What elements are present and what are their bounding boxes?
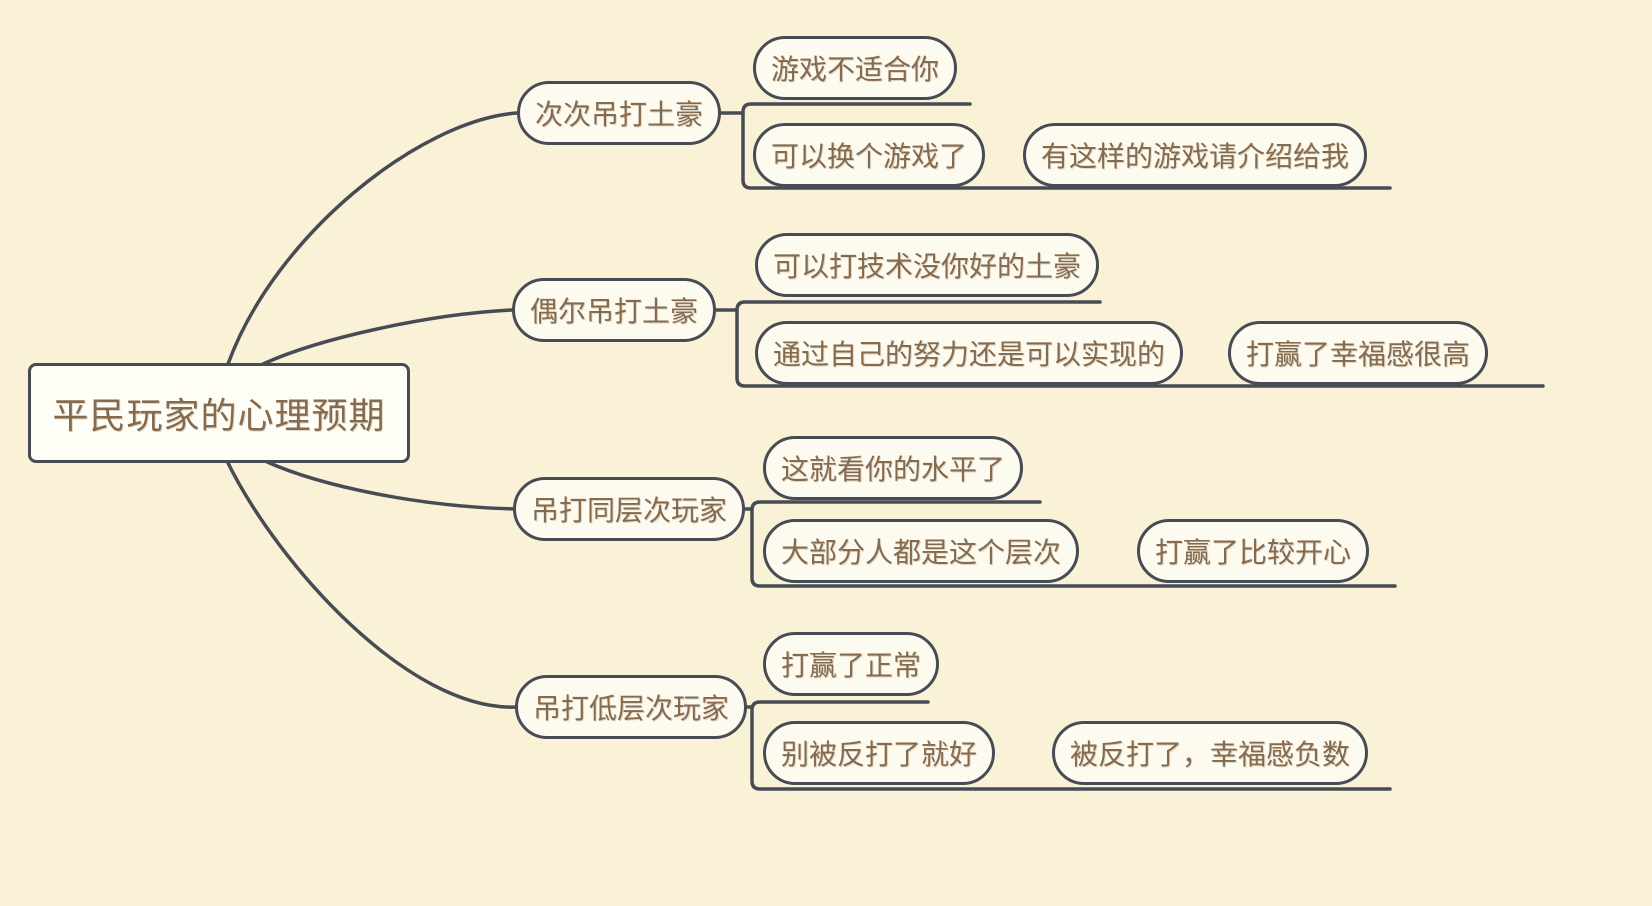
subtopic-2-2-1[interactable]: 打赢了幸福感很高 <box>1228 321 1489 385</box>
curve-branch-1 <box>226 111 519 366</box>
subtopic-4-2-1[interactable]: 被反打了，幸福感负数 <box>1052 721 1369 785</box>
rail-branch-4 <box>750 700 1392 791</box>
subtopic-3-2-1[interactable]: 打赢了比较开心 <box>1137 519 1370 583</box>
root-topic[interactable]: 平民玩家的心理预期 <box>28 363 410 463</box>
subtopic-1-2-1[interactable]: 有这样的游戏请介绍给我 <box>1023 123 1368 187</box>
subtopic-4-1[interactable]: 打赢了正常 <box>763 632 940 696</box>
rail-branch-3 <box>750 500 1397 588</box>
branch-topic-4[interactable]: 吊打低层次玩家 <box>515 675 748 739</box>
subtopic-2-1[interactable]: 可以打技术没你好的土豪 <box>755 233 1100 297</box>
branch-topic-3[interactable]: 吊打同层次玩家 <box>513 477 746 541</box>
curve-branch-4 <box>225 459 519 709</box>
subtopic-1-1[interactable]: 游戏不适合你 <box>753 36 958 100</box>
branch-topic-1[interactable]: 次次吊打土豪 <box>517 81 722 145</box>
rail-branch-2 <box>735 300 1545 388</box>
rail-branch-1 <box>741 102 1392 190</box>
subtopic-3-2[interactable]: 大部分人都是这个层次 <box>763 519 1080 583</box>
curve-branch-2 <box>261 308 514 366</box>
branch-topic-2[interactable]: 偶尔吊打土豪 <box>512 278 717 342</box>
subtopic-2-2[interactable]: 通过自己的努力还是可以实现的 <box>755 321 1184 385</box>
curve-branch-3 <box>263 459 519 511</box>
subtopic-4-2[interactable]: 别被反打了就好 <box>763 721 996 785</box>
subtopic-3-1[interactable]: 这就看你的水平了 <box>763 436 1024 500</box>
subtopic-1-2[interactable]: 可以换个游戏了 <box>753 123 986 187</box>
